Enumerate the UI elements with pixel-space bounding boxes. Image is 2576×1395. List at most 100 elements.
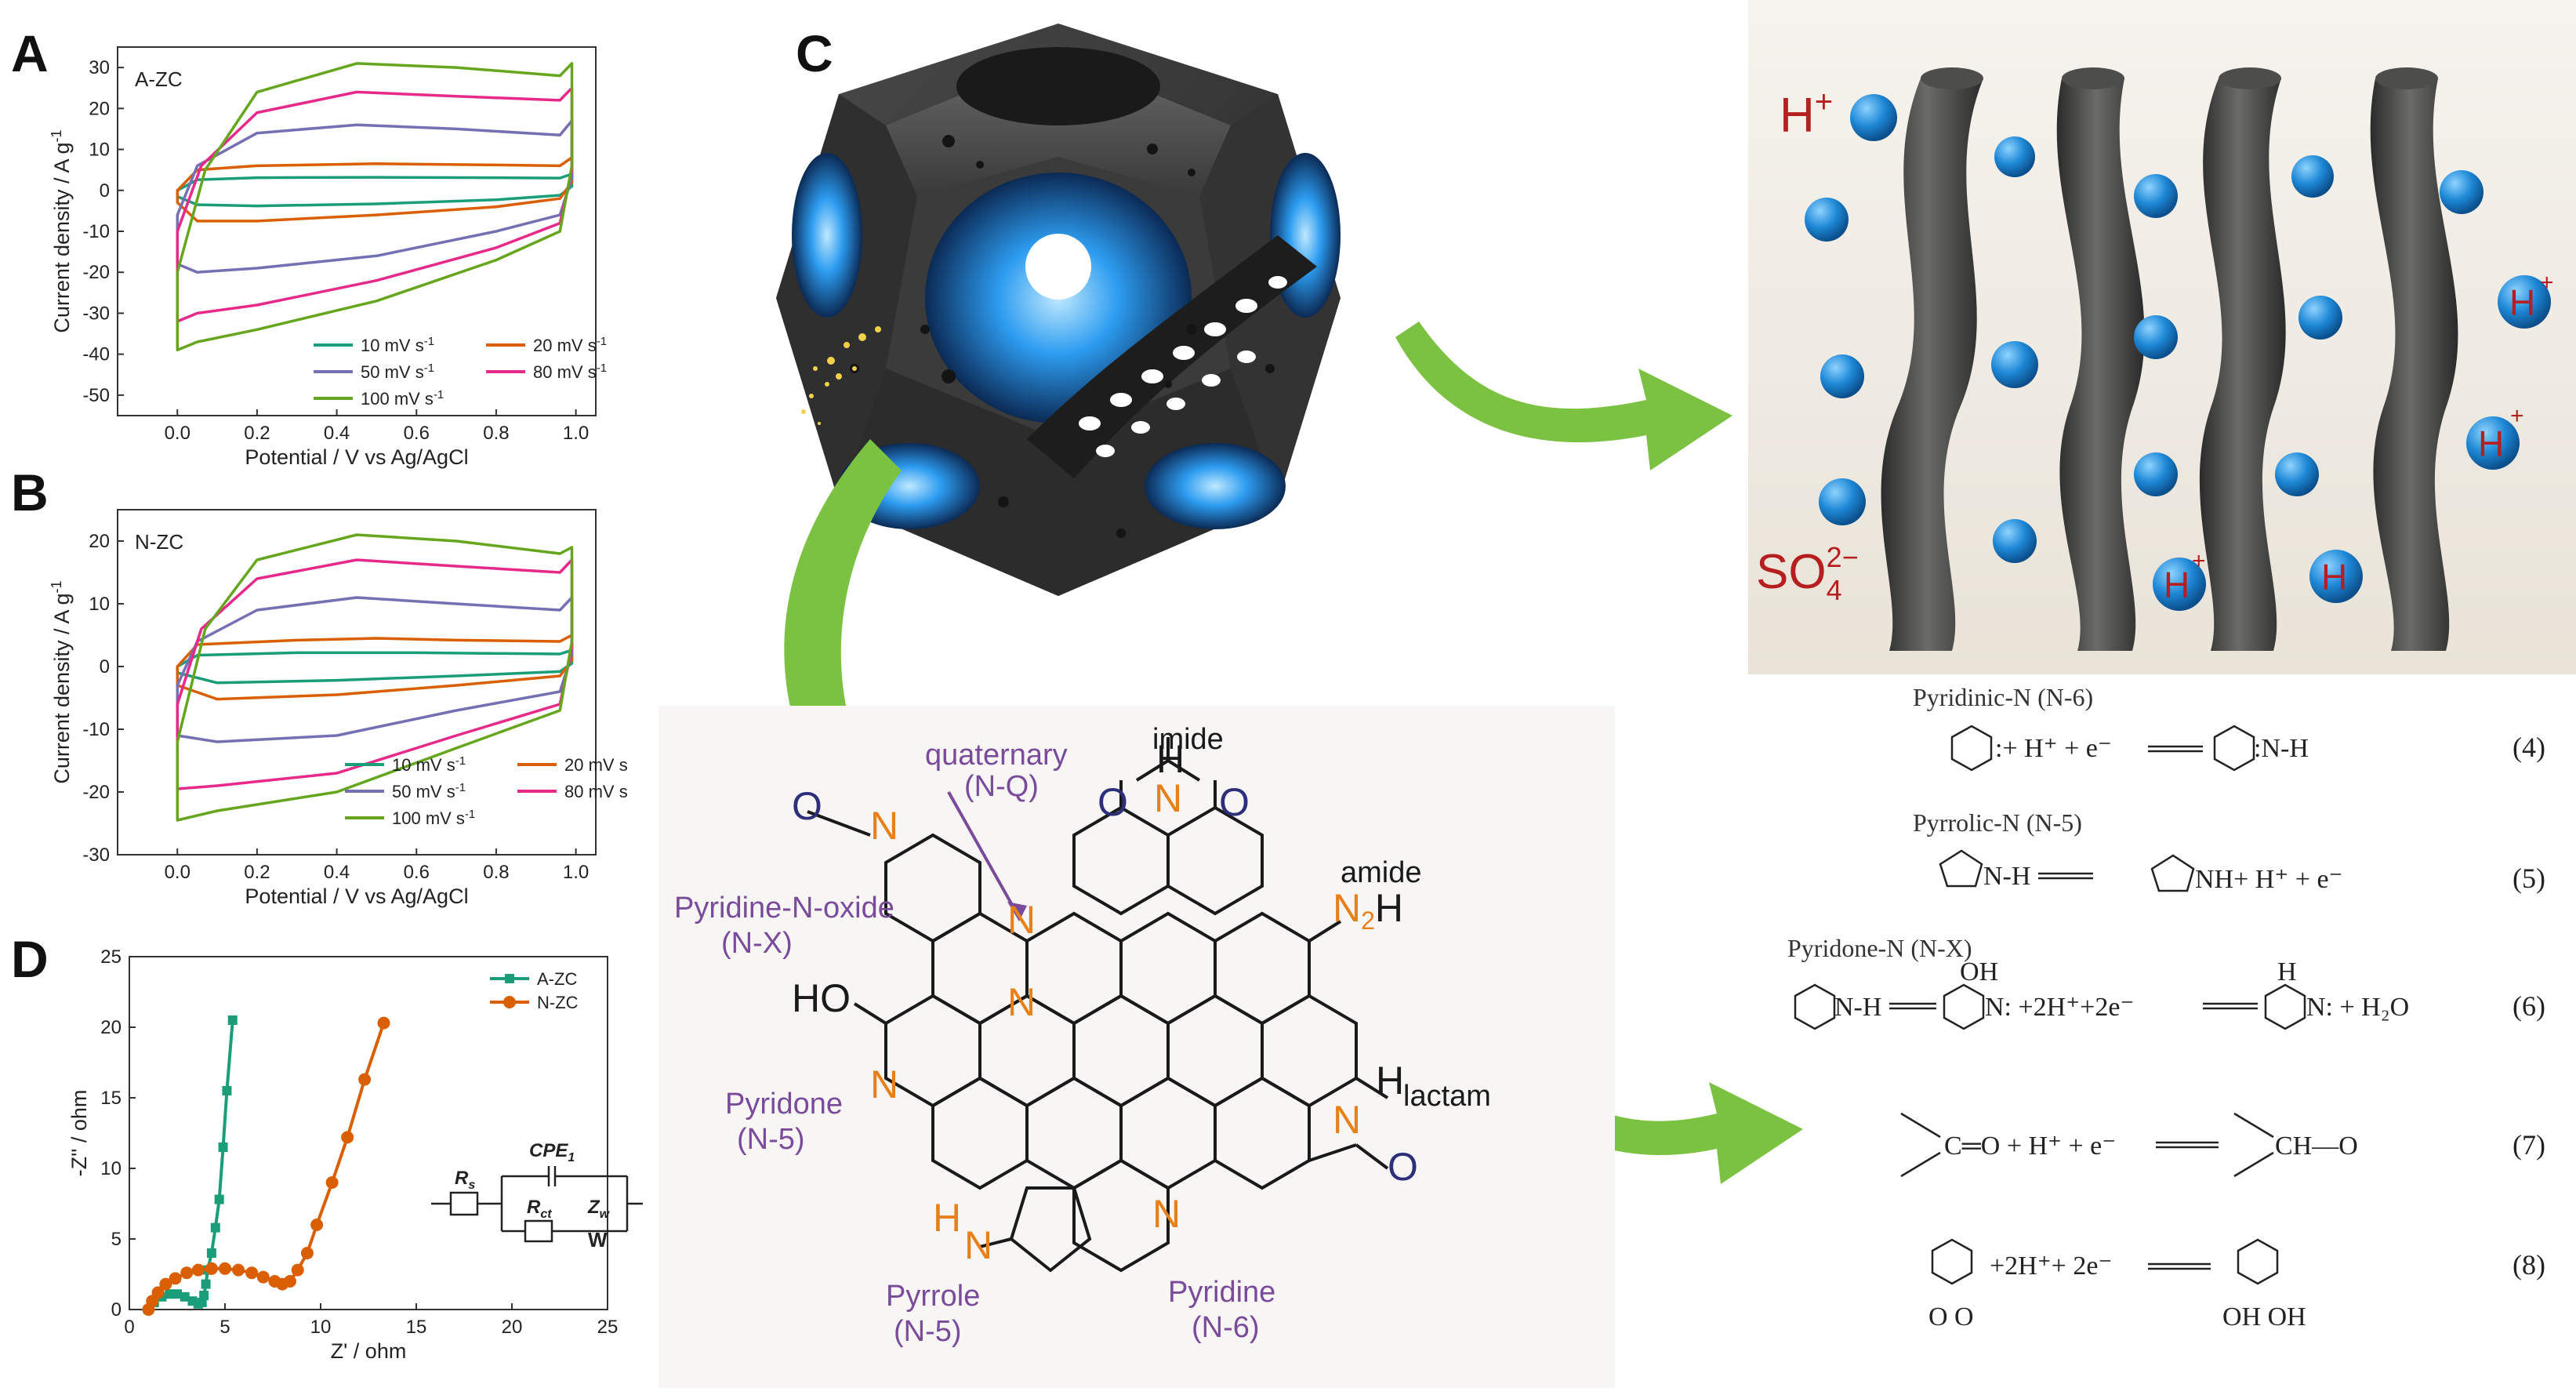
nyquist-point [214, 1194, 224, 1204]
eq8-middle: +2H⁺+ 2e⁻ [1990, 1252, 2112, 1281]
legend-marker [503, 996, 516, 1008]
eq6-oh: OH [1960, 957, 1998, 986]
y-tick-label: -20 [82, 262, 110, 283]
x-tick-label: 20 [502, 1317, 523, 1338]
label-amide: amide [1341, 856, 1422, 889]
legend-label: 10 mV s-1 [392, 754, 466, 775]
label-lactam: lactam [1403, 1080, 1491, 1113]
eq4-right: :N-H [2254, 734, 2309, 763]
equation-arrows [1889, 745, 2258, 1270]
group-labels: imide quaternary (N-Q) amide Pyridine-N-… [674, 723, 1491, 1348]
y-tick-label: 10 [89, 140, 110, 161]
x-tick-label: 0.2 [244, 423, 270, 444]
y-tick-label: 0 [100, 180, 110, 202]
atom-n-pyridone: N [870, 1063, 898, 1106]
y-tick-label: 0 [111, 1299, 122, 1321]
green-arrow-lower-right [1474, 1019, 1803, 1184]
eq4-heading: Pyridinic-N (N-6) [1913, 683, 2093, 711]
y-tick-label: 20 [100, 1017, 122, 1038]
sulfate-label: SO42− [1756, 541, 1859, 606]
nyquist-point [159, 1277, 172, 1291]
eq6-heading: Pyridone-N (N-X) [1787, 934, 1972, 962]
y-tick-label: 10 [89, 594, 110, 615]
nyquist-point [180, 1266, 194, 1280]
y-tick-label: -40 [82, 344, 110, 365]
x-tick-label: 0.6 [404, 862, 430, 883]
x-axis-label: Potential / V vs Ag/AgCl [245, 445, 468, 469]
green-arrow-right [1395, 322, 1732, 470]
rs-resistor [449, 1191, 479, 1216]
cv-curve [176, 156, 574, 223]
cv-curve [176, 119, 574, 274]
cv-curve [176, 596, 574, 743]
eq5-right: NH+ H⁺ + e⁻ [2195, 865, 2343, 894]
nyquist-point [172, 1289, 182, 1299]
equivalent-circuit [431, 1166, 643, 1243]
x-tick-label: 0.4 [324, 423, 350, 444]
x-tick-label: 10 [310, 1317, 332, 1338]
x-tick-label: 0.0 [165, 423, 190, 444]
nyquist-point [165, 1289, 175, 1299]
label-n5-pyrrole: (N-5) [894, 1315, 962, 1348]
x-tick-label: 25 [597, 1317, 619, 1338]
legend-label: N-ZC [537, 993, 579, 1012]
y-tick-label: -30 [82, 845, 110, 866]
ion-labels: H+ SO42− H + H H + H + [1756, 85, 2554, 606]
quaternary-arrow [947, 791, 1027, 921]
panel-letter-d: D [11, 930, 49, 988]
x-tick-label: 0.4 [324, 862, 350, 883]
nyquist-point [232, 1263, 245, 1277]
eq5-heading: Pyrrolic-N (N-5) [1913, 808, 2082, 837]
atom-labels: O N N O N H O N2H N H O HO N N N H N [792, 737, 1418, 1267]
y-tick-label: 25 [100, 946, 122, 968]
y-axis-label: Current density / A g-1 [49, 580, 74, 783]
nyquist-point [199, 1291, 209, 1300]
nyquist-point [151, 1286, 165, 1299]
nyquist-point [219, 1262, 231, 1275]
nyquist-point [191, 1263, 205, 1277]
h-ion-2: H [2321, 557, 2347, 598]
nyquist-point [180, 1291, 190, 1302]
eq8-right-hydroxyls: OH OH [2222, 1302, 2306, 1331]
nyquist-point [291, 1263, 304, 1277]
y-tick-label: 20 [89, 531, 110, 552]
eq7-number: (7) [2513, 1129, 2545, 1161]
legend-label: 10 mV s-1 [361, 335, 434, 355]
nyquist-point [210, 1222, 220, 1233]
x-tick-label: 0.2 [244, 862, 270, 883]
rct-resistor [524, 1219, 553, 1243]
panel-c-labels: H+ SO42− H + H H + H + [1756, 85, 2554, 606]
nyquist-point [222, 1086, 232, 1095]
label-nq: (N-Q) [964, 770, 1039, 803]
label-n5-pyridone: (N-5) [737, 1123, 805, 1156]
panel-letter-c: C [796, 24, 833, 82]
eq5-number: (5) [2513, 863, 2545, 894]
nyquist-point [300, 1247, 314, 1259]
eq6-number: (6) [2513, 990, 2545, 1022]
h-ion-4: H [2478, 423, 2504, 464]
redox-equations: Pyridinic-N (N-6) :+ H⁺ + e⁻ :N-H (4) Py… [1787, 683, 2545, 1331]
legend-label: 80 mV s-1 [564, 781, 627, 801]
cv-curve [176, 62, 574, 352]
legend-label: 80 mV s-1 [533, 361, 607, 382]
atom-o-imide-left: O [1098, 780, 1128, 824]
y-tick-label: 15 [100, 1088, 122, 1109]
porous-carbon-dodecahedron [776, 24, 1341, 596]
legend-marker [505, 974, 514, 983]
eq6-right: N: + H₂O [2306, 993, 2409, 1022]
ion-pillars-illustration [1748, 0, 2576, 674]
y-axis-label: -Z'' / ohm [67, 1090, 91, 1177]
h-ion-4-plus: + [2510, 403, 2524, 429]
atom-nh2: N2H [1333, 886, 1403, 935]
label-pyridine-n-oxide: Pyridine-N-oxide [674, 892, 894, 925]
label-quaternary: quaternary [925, 739, 1068, 772]
nyquist-point [358, 1073, 372, 1086]
legend-label: 20 mV s-1 [533, 335, 607, 355]
y-tick-label: 10 [100, 1158, 122, 1179]
eq8-number: (8) [2513, 1249, 2545, 1281]
legend-label: A-ZC [537, 969, 577, 989]
eq4-number: (4) [2513, 732, 2545, 763]
label-imide: imide [1152, 723, 1224, 756]
x-tick-label: 15 [406, 1317, 427, 1338]
